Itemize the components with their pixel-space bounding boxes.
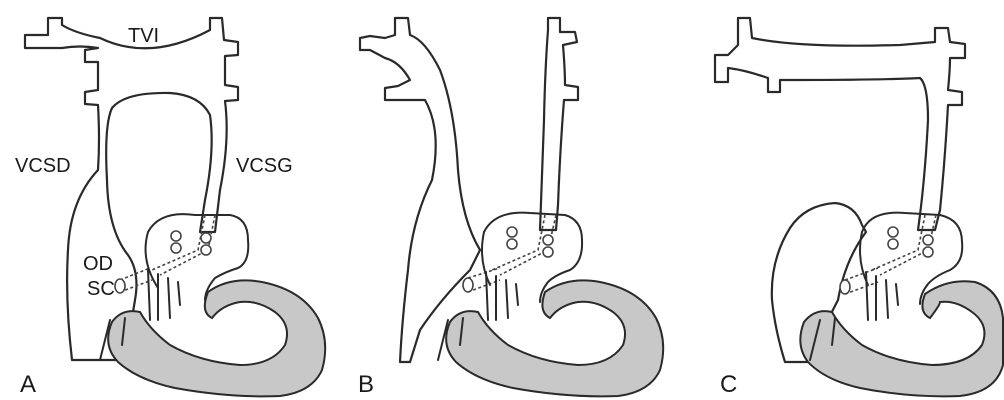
panel-a-ventricle (108, 280, 325, 396)
panel-a-letter: A (20, 371, 36, 398)
panel-b-letter: B (358, 371, 374, 398)
panel-c-letter: C (720, 371, 737, 398)
panel-b-right-svc (360, 18, 480, 362)
panel-c: C (715, 18, 1003, 398)
panel-b-valve-circles (507, 227, 553, 257)
panel-b-left-svc (540, 18, 578, 230)
label-od: OD (83, 253, 113, 275)
panel-c-sinus-ostium (840, 280, 850, 294)
panel-a-valve-circles (171, 231, 211, 255)
panel-c-valve-circles (888, 227, 933, 257)
panel-b: B (358, 18, 663, 398)
label-vcsg: VCSG (236, 155, 293, 177)
label-vcsd: VCSD (15, 155, 71, 177)
panel-a: TVI VCSD VCSG OD SC A (15, 18, 325, 398)
label-tvi: TVI (128, 25, 159, 47)
panel-b-sinus-ostium (463, 278, 473, 292)
panel-c-left-svc-tvi (715, 18, 965, 230)
label-sc: SC (87, 278, 115, 300)
panel-b-ventricle (446, 280, 663, 396)
